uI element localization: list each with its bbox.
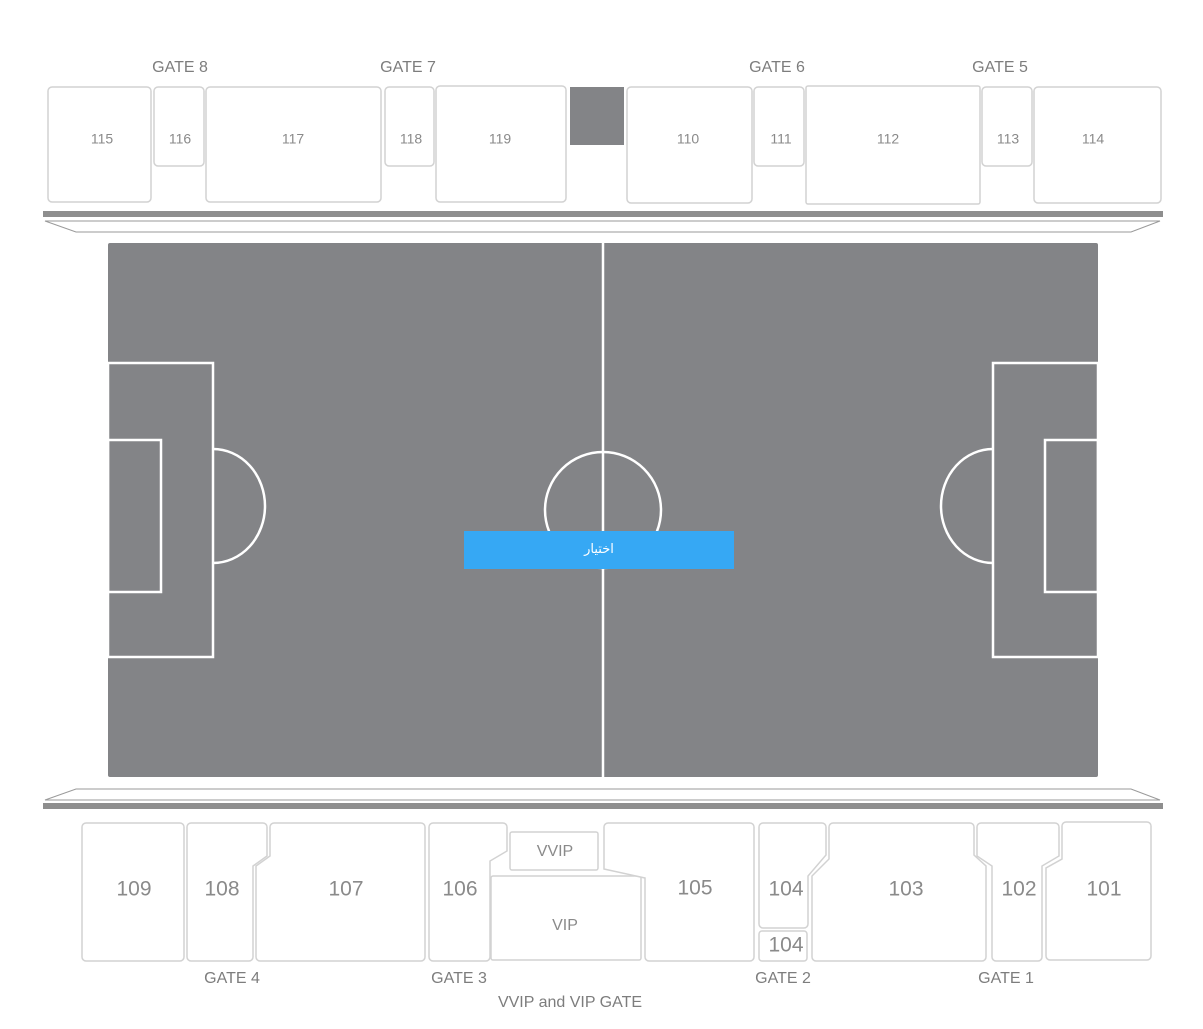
section-117[interactable]: 117 xyxy=(205,86,382,203)
section-113[interactable]: 113 xyxy=(981,86,1033,167)
section-vip[interactable]: VIP xyxy=(490,875,642,961)
section-104-lower[interactable]: 104 xyxy=(758,930,808,962)
section-103[interactable]: 103 xyxy=(811,822,987,962)
blocked-section-block xyxy=(570,87,624,145)
gate-8-label: GATE 8 xyxy=(152,59,208,76)
gate-7-label: GATE 7 xyxy=(380,59,436,76)
section-110[interactable]: 110 xyxy=(626,86,753,204)
section-109[interactable]: 109 xyxy=(81,822,185,962)
gate-4-label: GATE 4 xyxy=(204,970,260,987)
gate-2-label: GATE 2 xyxy=(755,970,811,987)
football-pitch xyxy=(106,243,1100,777)
section-107[interactable]: 107 xyxy=(255,822,426,962)
section-114[interactable]: 114 xyxy=(1033,86,1162,204)
vvip-vip-gate-label: VVIP and VIP GATE xyxy=(498,994,642,1011)
section-101[interactable]: 101 xyxy=(1045,821,1152,961)
section-108[interactable]: 108 xyxy=(186,822,268,962)
section-112[interactable]: 112 xyxy=(805,85,981,205)
top-separator xyxy=(43,211,1163,233)
section-119[interactable]: 119 xyxy=(435,85,567,203)
section-111[interactable]: 111 xyxy=(753,86,805,167)
section-vvip[interactable]: VVIP xyxy=(509,831,599,871)
section-115[interactable]: 115 xyxy=(47,86,152,203)
gate-6-label: GATE 6 xyxy=(749,59,805,76)
select-button[interactable]: اختيار xyxy=(464,531,734,569)
gate-3-label: GATE 3 xyxy=(431,970,487,987)
bottom-separator xyxy=(43,788,1163,809)
gate-5-label: GATE 5 xyxy=(972,59,1028,76)
section-118[interactable]: 118 xyxy=(384,86,435,167)
gate-1-label: GATE 1 xyxy=(978,970,1034,987)
section-116[interactable]: 116 xyxy=(153,86,205,167)
